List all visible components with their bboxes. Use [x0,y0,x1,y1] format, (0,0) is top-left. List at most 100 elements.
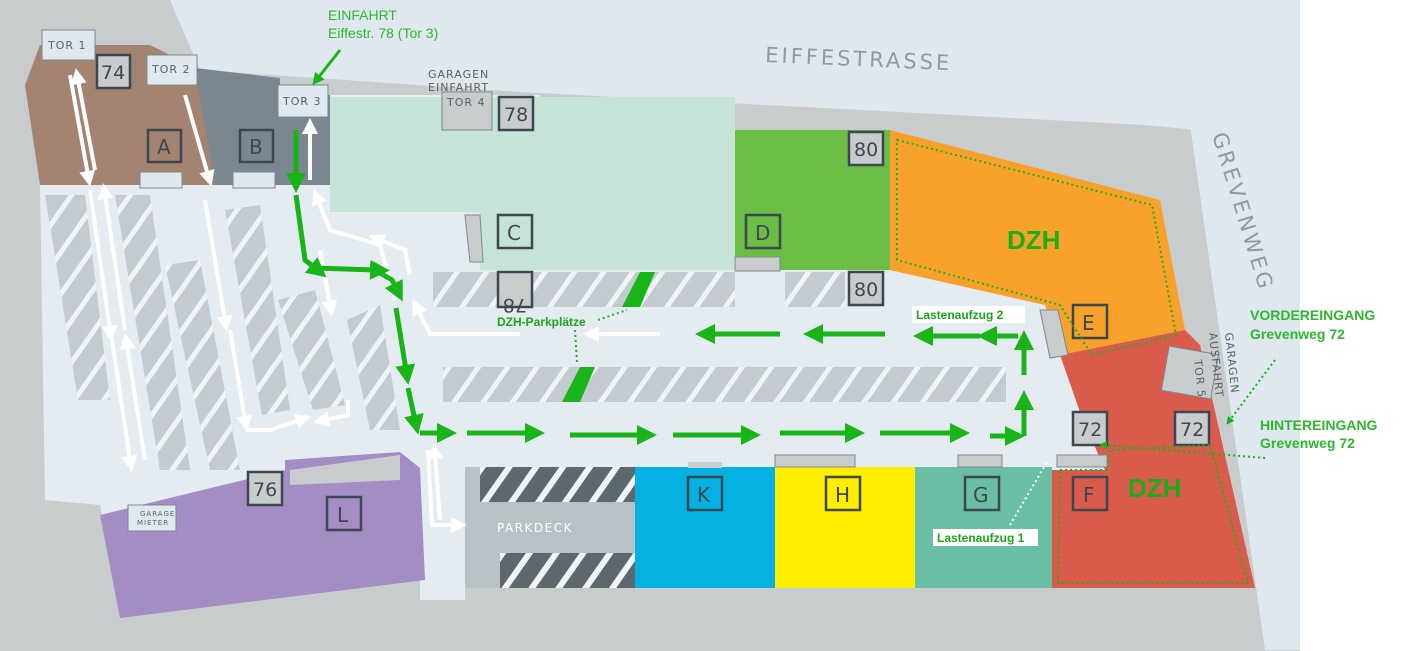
garagen-einfahrt-line1: GARAGEN [428,68,489,81]
dzh-parking-spot-2 [562,367,595,402]
letter-e: E [1082,311,1095,335]
number-box-72-right [1173,410,1211,447]
white-arrow-7 [110,339,138,472]
parkdeck-hatch-top [480,467,635,502]
tor3-label: TOR 3 [282,95,322,108]
green-route-arrows [286,130,1034,446]
tor1-gate [41,29,96,61]
tor4-gate [441,91,493,131]
tor3-gate [277,84,329,118]
letter-k: K [697,483,711,507]
letter-a: A [157,135,171,159]
white-arrow-11 [245,413,312,432]
eiffestrasse-street [170,0,1300,140]
box-k [686,475,724,512]
garage-mieter-line2: MIETER [137,519,169,527]
page-margin-right [1300,0,1402,651]
green-arrow-4 [373,267,403,302]
number-box-80-bottom [847,270,885,307]
box-f [1071,475,1109,512]
box-e [1071,303,1109,340]
door-b [232,171,276,189]
parking-strip-c [433,272,498,307]
white-arrow-16 [412,299,520,336]
box-b [238,128,275,164]
number-78: 78 [504,104,528,126]
dzh-parkplaetze-pointer-1 [597,309,628,321]
white-arrow-18 [426,449,467,533]
dzh-parking-spot-1 [622,272,655,307]
box-d [744,213,782,250]
white-route-arrows [68,68,660,533]
white-arrow-19 [427,443,444,521]
door-d [734,256,781,272]
white-arrow-12 [313,400,350,427]
white-arrow-6 [97,183,127,331]
door-f [1056,454,1108,468]
box-h [824,475,862,512]
letter-b: B [249,135,263,159]
parkdeck-hatch-bottom [500,553,635,588]
parking-row-6 [347,305,400,430]
number-80-bottom: 80 [854,279,878,301]
green-arrow-6 [404,387,424,435]
parking-row-3 [165,260,240,470]
box-c [496,213,534,250]
door-g [957,454,1003,468]
number-box-76 [246,470,284,507]
garage-mieter-line1: GARAGE [140,510,175,518]
parkdeck-label: PARKDECK [497,521,573,535]
box-g [963,475,1001,512]
box-a [146,128,183,164]
white-arrow-5 [88,189,118,342]
box-l [325,495,363,532]
green-arrow-3 [314,259,390,280]
dzh-orange-area [890,130,1185,355]
green-arrow-2 [293,194,327,278]
parking-strip-middle [443,367,1006,402]
hintereingang-address: Grevenweg 72 [1260,435,1355,451]
lastenaufzug-1-label: Lastenaufzug 1 [937,531,1025,545]
letter-f: F [1083,483,1095,507]
letter-g: G [973,483,989,507]
garagen-einfahrt-line2: EINFAHRT [428,81,489,94]
green-arrow-5 [393,307,416,385]
building-g-area [915,467,1052,588]
garage-mieter-box [127,504,177,532]
white-arrow-1 [68,74,96,187]
dzh-label-top: DZH [1007,225,1060,255]
dzh-dotted-outline-bottom [1056,443,1250,584]
number-72-left: 72 [1078,419,1102,441]
dzh-dotted-outline-top [896,138,1178,357]
lastenaufzug-2-pill [912,306,1025,323]
letter-d: D [755,221,770,245]
tor1-label: TOR 1 [47,39,87,52]
number-box-78-rotated [496,270,534,309]
white-arrow-2 [70,68,97,171]
letter-h: H [835,483,850,507]
tor2-gate [146,54,198,86]
hintereingang-title: HINTEREINGANG [1260,417,1378,433]
letter-l: L [337,503,349,527]
parking-row-4 [225,205,290,415]
tor5-label: TOR 5 [1191,358,1208,399]
house-number-boxes: 74 78 78 80 80 72 72 76 [95,53,1211,507]
building-h-area [775,467,915,588]
ramp-c [464,214,484,263]
white-arrow-14 [368,234,412,276]
number-box-74 [95,53,132,90]
building-boxes: A B C D E F G H K L [146,128,1109,532]
building-k-area [635,467,775,588]
door-a [139,171,183,189]
dzh-parkplaetze-pointer-2 [574,329,578,363]
einfahrt-title: EINFAHRT [328,7,397,23]
parking-strip-d [785,272,845,307]
vordereingang-title: VORDEREINGANG [1250,307,1375,323]
white-arrow-10 [228,329,253,432]
number-box-72-left [1071,410,1109,447]
parking-row-2 [115,195,190,470]
tor2-label: TOR 2 [151,63,191,76]
letter-c: C [507,221,521,245]
tor4-label: TOR 4 [446,96,486,109]
dzh-label-bottom: DZH [1128,473,1181,503]
